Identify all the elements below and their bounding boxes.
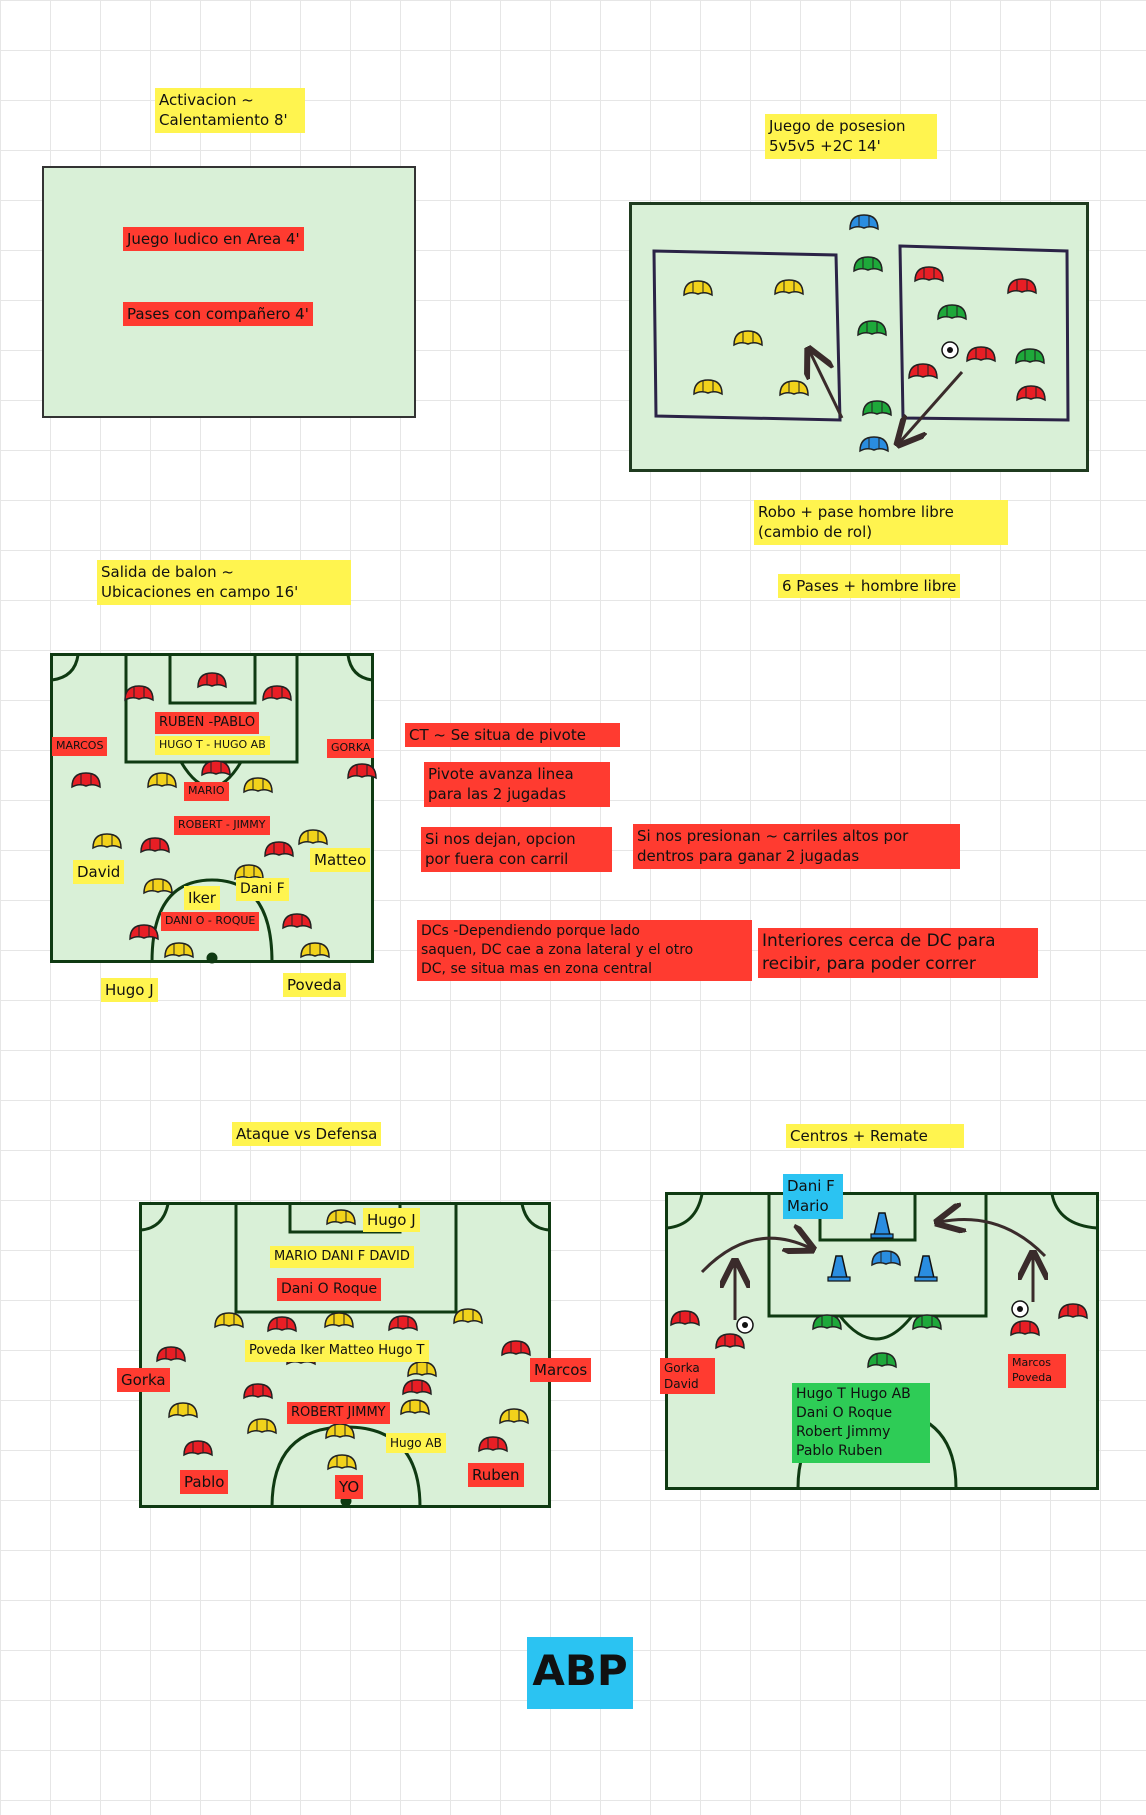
salida-note-interiores: Interiores cerca de DC para recibir, par… bbox=[758, 928, 1038, 978]
posesion-cones bbox=[683, 214, 1046, 452]
salida-label-ruben-pablo: RUBEN -PABLO bbox=[155, 712, 260, 734]
activacion-title: Activacion ~ Calentamiento 8' bbox=[155, 88, 305, 133]
ataque-label-mdd: MARIO DANI F DAVID bbox=[270, 1246, 414, 1268]
ataque-title: Ataque vs Defensa bbox=[232, 1122, 382, 1147]
posesion-title: Juego de posesion 5v5v5 +2C 14' bbox=[765, 114, 937, 159]
ataque-label-ruben: Ruben bbox=[468, 1463, 524, 1488]
ataque-label-yo: YO bbox=[335, 1475, 364, 1500]
salida-label-mario: MARIO bbox=[184, 782, 229, 801]
salida-field bbox=[50, 653, 374, 963]
ataque-label-pablo: Pablo bbox=[180, 1470, 229, 1495]
ataque-label-poveda: Poveda Iker Matteo Hugo T bbox=[245, 1340, 429, 1362]
activacion-item-1: Juego ludico en Area 4' bbox=[123, 227, 304, 252]
ataque-label-danio: Dani O Roque bbox=[277, 1278, 382, 1301]
centros-label-gorka-david: Gorka David bbox=[660, 1358, 715, 1395]
salida-label-gorka: GORKA bbox=[327, 739, 375, 758]
centros-title: Centros + Remate bbox=[786, 1124, 964, 1149]
centros-label-group: Hugo T Hugo AB Dani O Roque Robert Jimmy… bbox=[792, 1383, 930, 1463]
centros-arrows bbox=[700, 1220, 1045, 1320]
activacion-field bbox=[42, 166, 416, 418]
salida-label-danif: Dani F bbox=[236, 878, 289, 901]
salida-note-dejan: Si nos dejan, opcion por fuera con carri… bbox=[421, 827, 612, 872]
centros-cones bbox=[670, 1212, 1088, 1368]
abp-badge: ABP bbox=[527, 1637, 633, 1709]
salida-label-marcos: MARCOS bbox=[52, 737, 108, 756]
salida-note-pivote: Pivote avanza linea para las 2 jugadas bbox=[424, 762, 610, 807]
salida-label-danio: DANI O - ROQUE bbox=[161, 912, 260, 931]
ataque-label-marcos: Marcos bbox=[530, 1358, 592, 1383]
ataque-label-hugoab: Hugo AB bbox=[386, 1433, 446, 1454]
centros-label-danif-mario: Dani F Mario bbox=[783, 1174, 843, 1219]
salida-label-poveda: Poveda bbox=[283, 973, 346, 998]
salida-label-hugo: HUGO T - HUGO AB bbox=[155, 736, 270, 755]
salida-note-dcs: DCs -Dependiendo porque lado saquen, DC … bbox=[417, 920, 752, 981]
salida-note-presionan: Si nos presionan ~ carriles altos por de… bbox=[633, 824, 960, 869]
activacion-item-2: Pases con compañero 4' bbox=[123, 302, 313, 327]
salida-label-hugoj: Hugo J bbox=[101, 978, 158, 1003]
salida-label-iker: Iker bbox=[184, 886, 220, 911]
salida-label-matteo: Matteo bbox=[310, 848, 371, 873]
ataque-label-gorka: Gorka bbox=[117, 1368, 170, 1393]
salida-label-robert: ROBERT - JIMMY bbox=[174, 816, 270, 835]
posesion-zones bbox=[652, 244, 1070, 422]
posesion-field bbox=[629, 202, 1089, 472]
ataque-label-robert: ROBERT JIMMY bbox=[287, 1402, 390, 1424]
ataque-label-hugoj: Hugo J bbox=[363, 1208, 420, 1233]
salida-note-ct: CT ~ Se situa de pivote bbox=[405, 723, 620, 748]
posesion-arrows bbox=[810, 352, 964, 442]
posesion-note-1: Robo + pase hombre libre (cambio de rol) bbox=[754, 500, 1008, 545]
centros-label-marcos-poveda: Marcos Poveda bbox=[1008, 1354, 1066, 1388]
salida-label-david: David bbox=[73, 860, 125, 885]
posesion-note-2: 6 Pases + hombre libre bbox=[778, 574, 961, 599]
salida-title: Salida de balon ~ Ubicaciones en campo 1… bbox=[97, 560, 351, 605]
